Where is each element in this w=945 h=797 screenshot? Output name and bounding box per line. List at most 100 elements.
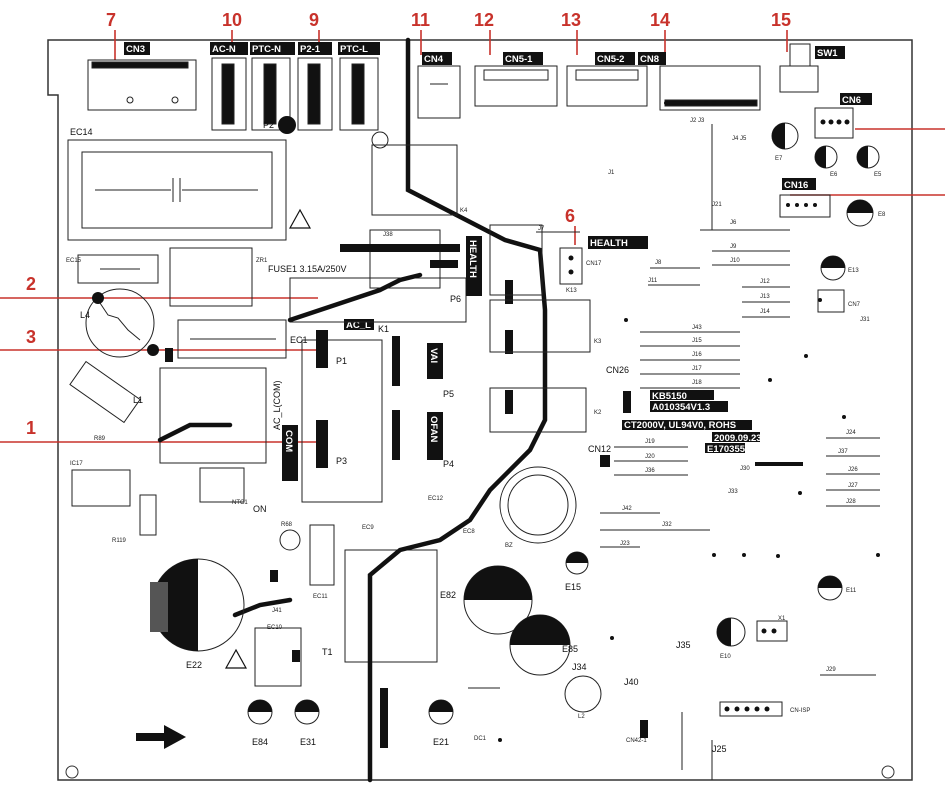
j9-label: J9 <box>730 244 737 250</box>
k13-label: K13 <box>566 288 577 294</box>
cn16-label: CN16 <box>784 180 808 191</box>
callout-12: 14 <box>650 10 670 30</box>
k3-label: K3 <box>594 339 602 345</box>
ptc-l-label: PTC-L <box>340 44 368 55</box>
j43-label: J43 <box>692 325 702 331</box>
fan-label: OFAN <box>428 416 439 443</box>
j27-label: J27 <box>848 483 858 489</box>
cn5-2-label: CN5-2 <box>597 54 624 65</box>
j41-label: J41 <box>272 608 282 614</box>
silkscreen-labels: FUSE1 3.15A/250V EC14 EC15 ZR1 L4 EC1 K1… <box>66 118 886 754</box>
com-label: COM <box>283 430 294 452</box>
j40-label: J40 <box>624 677 639 687</box>
relays <box>371 144 591 433</box>
ac-l-com-label: AC_L(COM) <box>272 380 282 430</box>
p2-label: P2 <box>263 120 274 130</box>
sw1-label: SW1 <box>817 48 838 59</box>
via-dots <box>498 298 880 742</box>
ptc-n-label: PTC-N <box>252 44 281 55</box>
j15-label: J15 <box>692 338 702 344</box>
code-ct: CT2000V, UL94V0, ROHS <box>624 420 736 431</box>
j13-label: J13 <box>760 294 770 300</box>
code-year: 2009.09.23 <box>714 433 762 444</box>
capacitors <box>150 122 880 725</box>
p3-label: P3 <box>336 456 347 466</box>
p6-label: P6 <box>450 294 461 304</box>
callout-7: 6 <box>565 206 575 226</box>
mounting-hole <box>881 765 895 779</box>
callout-6: 10 <box>222 10 242 30</box>
cn3-label: CN3 <box>126 44 145 55</box>
j36-label: J36 <box>645 468 655 474</box>
dark-traces <box>92 244 803 748</box>
callout-13: 15 <box>771 10 791 30</box>
j25-label: J25 <box>712 744 727 754</box>
code-badges: KB5150 A010354V1.3 CT2000V, UL94V0, ROHS… <box>622 390 762 455</box>
r119-label: R119 <box>112 538 127 544</box>
j32-label: J32 <box>662 522 672 528</box>
e6-label: E6 <box>830 172 838 178</box>
cn-isp-label: CN-ISP <box>790 708 810 714</box>
r89-label: R89 <box>94 436 106 442</box>
j17-label: J17 <box>692 366 702 372</box>
j35-label: J35 <box>676 640 691 650</box>
j16-label: J16 <box>692 352 702 358</box>
j26-label: J26 <box>848 467 858 473</box>
j14-label: J14 <box>760 309 770 315</box>
e15-label: E15 <box>565 582 581 592</box>
board-outline <box>47 39 913 781</box>
rotated-badges: HEALTH VAI OFAN COM <box>282 236 482 481</box>
e82-label: E82 <box>440 590 456 600</box>
ec11-label: EC11 <box>313 594 328 600</box>
j34-label: J34 <box>572 662 587 672</box>
j7-label: J7 <box>538 226 545 232</box>
ec9-label: EC9 <box>362 525 374 531</box>
cn6-label: CN6 <box>842 95 861 106</box>
k1-label: K1 <box>378 324 389 334</box>
j10-label: J10 <box>730 258 740 264</box>
fuse-label: FUSE1 3.15A/250V <box>268 264 347 274</box>
cn5-1-label: CN5-1 <box>505 54 533 65</box>
j29-label: J29 <box>826 667 836 673</box>
p5-label: P5 <box>443 389 454 399</box>
e85-label: E85 <box>562 644 578 654</box>
e21-label: E21 <box>433 737 449 747</box>
p2-1-label: P2-1 <box>300 44 321 55</box>
l4-label: L4 <box>80 310 90 320</box>
j18-label: J18 <box>692 380 702 386</box>
j12-label: J12 <box>760 279 770 285</box>
e5-label: E5 <box>874 172 882 178</box>
j24-label: J24 <box>846 430 856 436</box>
e13-label: E13 <box>848 268 859 274</box>
callout-4: 7 <box>106 10 116 30</box>
j4j5-label: J4 J5 <box>732 136 747 142</box>
code-e: E170355 <box>707 444 746 455</box>
e10-label: E10 <box>720 654 731 660</box>
j11-label: J11 <box>648 278 658 284</box>
code-a0: A010354V1.3 <box>652 402 710 413</box>
cn7-label: CN7 <box>848 302 861 308</box>
ac-l-label: AC_L <box>346 320 371 331</box>
j38-label: J38 <box>383 232 393 238</box>
j28-label: J28 <box>846 499 856 505</box>
callout-11: 13 <box>561 10 581 30</box>
ec14-label: EC14 <box>70 127 93 137</box>
callout-3: 3 <box>26 327 36 347</box>
r68-label: R68 <box>281 522 293 528</box>
p1-label: P1 <box>336 356 347 366</box>
k2-label: K2 <box>594 410 602 416</box>
hazard-icon <box>224 208 312 669</box>
j2j3-label: J2 J3 <box>690 118 705 124</box>
ec8-label: EC8 <box>463 529 475 535</box>
j20-label: J20 <box>645 454 655 460</box>
main-traces <box>157 37 548 783</box>
header-pins <box>278 101 850 712</box>
j-leader-lines <box>468 124 880 780</box>
ec1-label: EC1 <box>290 335 308 345</box>
e84-label: E84 <box>252 737 268 747</box>
j21-label: J21 <box>712 202 722 208</box>
ec10-label: EC10 <box>267 625 283 631</box>
ic17-label: IC17 <box>70 461 83 467</box>
j19-label: J19 <box>645 439 655 445</box>
